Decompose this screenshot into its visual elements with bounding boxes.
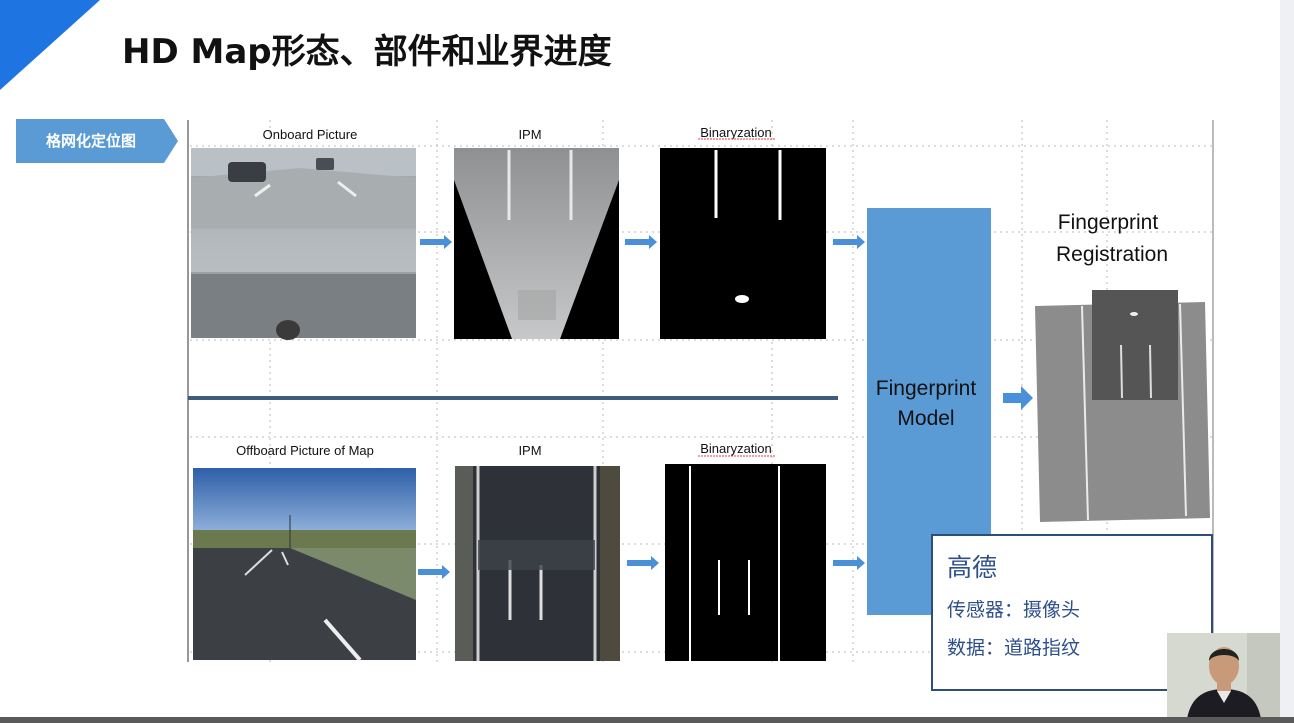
info-data: 数据：道路指纹 — [947, 637, 1081, 659]
presenter-icon — [1167, 633, 1281, 719]
info-sensor: 传感器：摄像头 — [947, 599, 1081, 621]
binary-top-image — [660, 148, 826, 339]
side-tab: 格网化定位图 — [16, 119, 178, 163]
arrow-right-icon — [625, 235, 657, 249]
flow-arrows — [418, 235, 1033, 579]
side-tab-shape — [16, 119, 178, 163]
registration-label-line2: Registration — [1056, 243, 1168, 266]
slide-title: HD Map形态、部件和业界进度 — [122, 32, 612, 72]
binary-top-label: Binaryzation — [700, 125, 772, 140]
arrow-right-icon — [1003, 386, 1033, 410]
arrow-right-icon — [833, 235, 865, 249]
binary-bottom-label: Binaryzation — [700, 441, 772, 456]
ipm-top-label: IPM — [518, 127, 541, 142]
registration-label-line1: Fingerprint — [1058, 211, 1159, 234]
ipm-bottom-label: IPM — [518, 443, 541, 458]
info-box: 高德 传感器：摄像头 数据：道路指纹 — [931, 534, 1213, 691]
webcam-video — [1167, 633, 1281, 719]
ipm-bottom-image — [455, 466, 620, 661]
registration-image — [1035, 290, 1210, 522]
arrow-right-icon — [418, 565, 450, 579]
ipm-top-image — [454, 148, 619, 339]
arrow-right-icon — [420, 235, 452, 249]
corner-accent — [0, 0, 100, 90]
model-label-line1: Fingerprint — [876, 377, 977, 400]
onboard-picture — [191, 148, 416, 340]
info-brand: 高德 — [947, 553, 998, 582]
offboard-picture — [193, 468, 416, 662]
model-label-line2: Model — [897, 407, 954, 430]
offboard-label: Offboard Picture of Map — [236, 443, 374, 458]
bottom-bar — [0, 717, 1294, 723]
binary-bottom-image — [665, 464, 826, 661]
side-tab-label: 格网化定位图 — [45, 132, 136, 150]
right-edge-strip — [1280, 0, 1294, 718]
arrow-right-icon — [833, 556, 865, 570]
arrow-right-icon — [627, 556, 659, 570]
onboard-label: Onboard Picture — [263, 127, 358, 142]
